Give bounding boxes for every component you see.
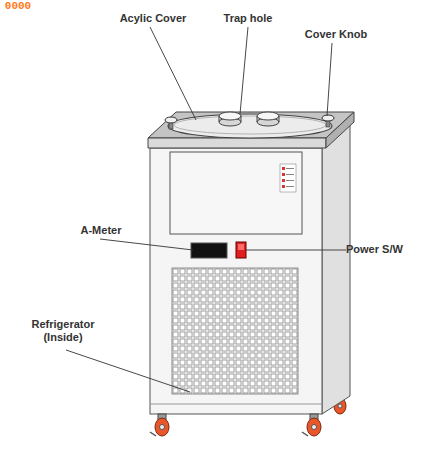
- top-plate: [148, 112, 354, 138]
- part-label: A-Meter: [66, 224, 136, 237]
- caster: [150, 414, 169, 436]
- cabinet-front: [150, 148, 322, 414]
- warning-sticker: [280, 164, 296, 192]
- top-plate-edge: [148, 138, 326, 148]
- trap-hole: [219, 112, 241, 126]
- acrylic-cover: [168, 114, 332, 138]
- leader-line: [246, 250, 346, 251]
- cabinet-side: [322, 122, 350, 414]
- caster: [302, 414, 321, 436]
- vent-grille: [172, 268, 298, 394]
- leader-line: [66, 350, 190, 392]
- leader-line: [150, 27, 196, 120]
- leader-line: [240, 27, 248, 114]
- leader-line: [327, 43, 332, 116]
- cover-knob: [165, 117, 177, 129]
- part-label: Acylic Cover: [108, 12, 198, 25]
- switch-rocker: [238, 244, 244, 250]
- part-label: Cover Knob: [296, 28, 376, 41]
- power-switch: [236, 242, 246, 258]
- ammeter-display: [191, 243, 227, 258]
- part-label: Power S/W: [346, 243, 426, 256]
- base-line: [150, 404, 322, 405]
- leader-line: [100, 239, 193, 250]
- part-label: Refrigerator (Inside): [20, 318, 106, 344]
- cover-knob: [322, 115, 334, 127]
- trap-hole: [257, 112, 279, 126]
- part-label: Trap hole: [210, 12, 286, 25]
- cover-rim: [174, 116, 326, 134]
- upper-panel: [170, 152, 302, 234]
- display-reading: 0000: [0, 0, 36, 13]
